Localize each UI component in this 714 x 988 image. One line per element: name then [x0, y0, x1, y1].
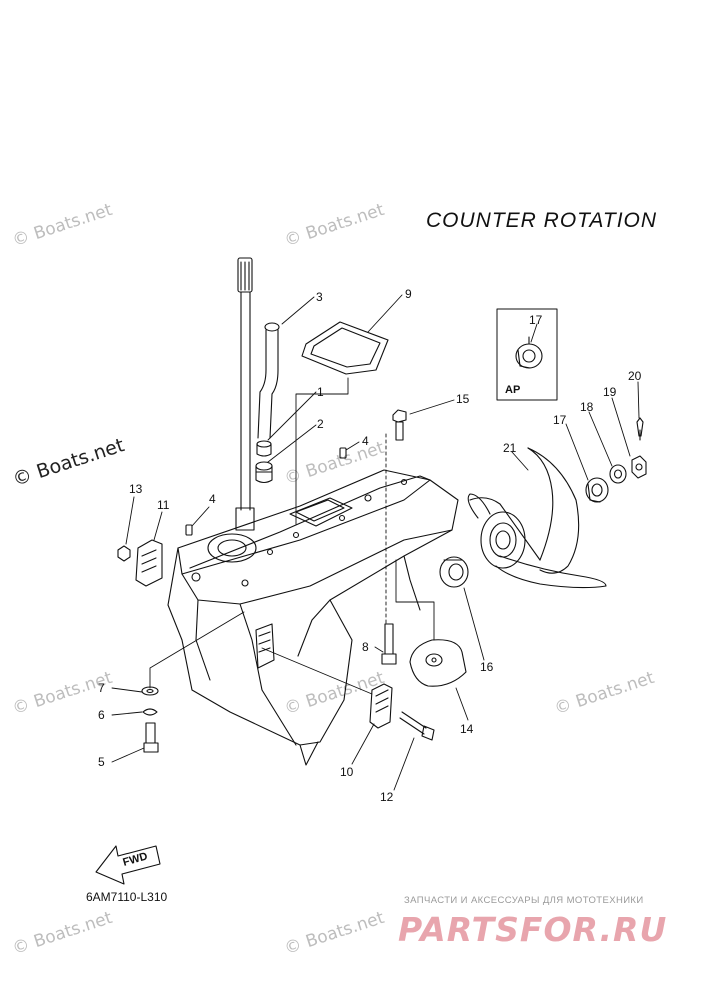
callout-16: 16: [480, 660, 494, 674]
cotter-pin-20: [636, 417, 644, 441]
callout-19: 19: [603, 385, 617, 399]
lower-casing: [167, 469, 459, 766]
callout-12: 12: [380, 790, 394, 804]
diagram-code: 6AM7110-L310: [86, 890, 168, 904]
callout-3: 3: [316, 290, 323, 304]
callout-4: 4: [362, 434, 369, 448]
callout-2: 2: [317, 417, 324, 431]
dowel-pin: [339, 447, 347, 459]
page-title: COUNTER ROTATION: [426, 209, 658, 232]
lock-washer-6: [142, 708, 158, 716]
inset-label: AP: [505, 384, 520, 396]
spacer-16: [439, 556, 469, 588]
bolt-15: [392, 409, 407, 441]
propeller-21: [467, 447, 607, 589]
callout-7: 7: [98, 681, 105, 695]
drive-shaft: [235, 257, 255, 531]
nut-13: [117, 545, 131, 562]
trim-tab-14: [409, 639, 467, 687]
ap-inset: [496, 308, 558, 401]
anode-10: [369, 683, 393, 729]
brand-logo: PARTSFOR.RU: [398, 910, 668, 949]
assembly-lines: [149, 377, 435, 695]
callout-21: 21: [503, 441, 517, 455]
spacer-17: [585, 477, 609, 503]
callout-11: 11: [157, 498, 170, 512]
callout-5: 5: [98, 755, 105, 769]
dowel-pin: [185, 524, 193, 536]
callout-13: 13: [129, 482, 143, 496]
leader-lines: [111, 294, 640, 791]
callout-17-inset: 17: [529, 313, 543, 327]
fwd-label: FWD: [122, 850, 149, 868]
nut-19: [631, 455, 647, 479]
callout-9: 9: [405, 287, 412, 301]
callout-8: 8: [362, 640, 369, 654]
washer-18: [609, 464, 627, 484]
bolt-5: [143, 722, 159, 753]
bolt-12: [399, 711, 435, 741]
bolt-8: [381, 623, 397, 665]
brand-subtitle: ЗАПЧАСТИ И АКСЕССУАРЫ ДЛЯ МОТОТЕХНИКИ: [404, 895, 644, 906]
callout-20: 20: [628, 369, 642, 383]
callout-numbers: 3 9 1 2 4 4 15 13 11 7 6 5 8 10 12 14 16…: [98, 287, 642, 804]
callout-17: 17: [553, 413, 567, 427]
callout-18: 18: [580, 400, 594, 414]
water-tube: [257, 322, 280, 439]
callout-10: 10: [340, 765, 354, 779]
callout-6: 6: [98, 708, 105, 722]
fwd-arrow-icon: [95, 845, 161, 885]
grommets: [255, 440, 273, 484]
gasket: [301, 321, 389, 375]
callout-1: 1: [317, 385, 324, 399]
callout-4: 4: [209, 492, 216, 506]
callout-14: 14: [460, 722, 474, 736]
callout-15: 15: [456, 392, 470, 406]
anode-11: [135, 539, 163, 587]
